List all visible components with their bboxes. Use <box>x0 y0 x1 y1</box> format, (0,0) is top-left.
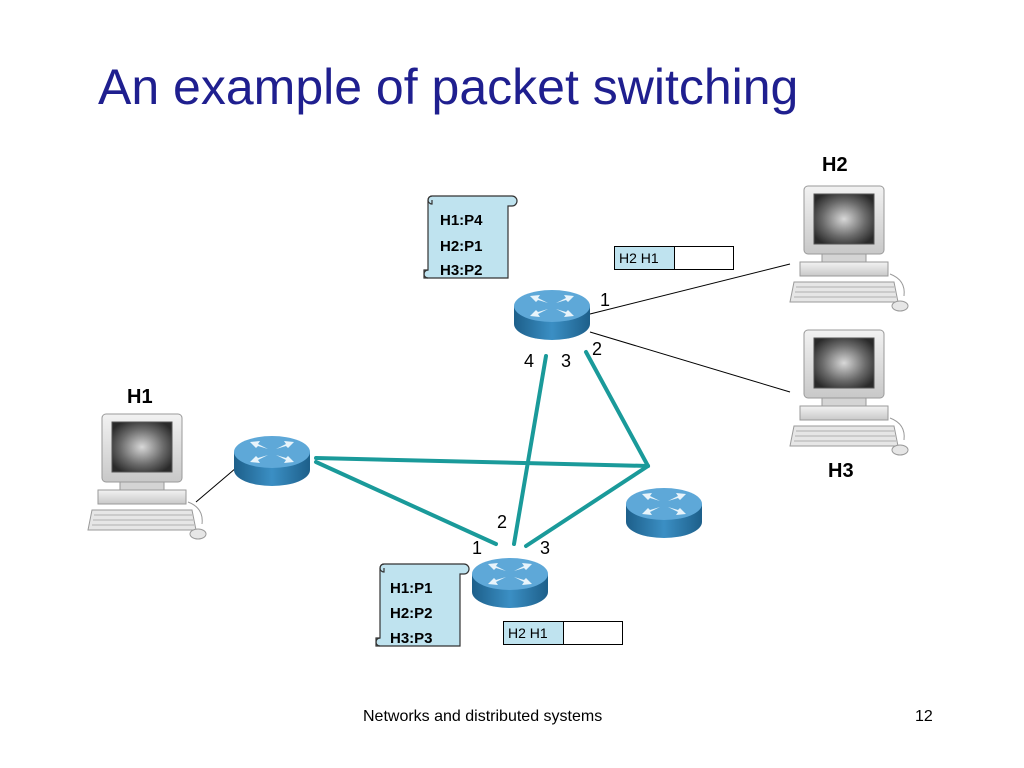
packet-bottom: H2 H1 <box>503 621 623 645</box>
link-top-switch-h3 <box>589 331 791 393</box>
top-port-4: 4 <box>524 351 535 371</box>
bottom-port-1: 1 <box>472 538 483 558</box>
bottom-port-2: 2 <box>497 512 508 532</box>
bottom-table-row-2: H2:P2 <box>390 605 433 622</box>
host-h2-computer <box>789 185 909 312</box>
top-table-row-3: H3:P2 <box>440 262 483 279</box>
right-router <box>626 488 702 538</box>
host-h1-label: H1 <box>127 386 153 408</box>
top-switch <box>514 290 590 340</box>
top-table-row-2: H2:P1 <box>440 238 483 255</box>
packet-bottom-header: H2 H1 <box>504 622 564 644</box>
top-port-3: 3 <box>561 351 572 371</box>
top-table-row-1: H1:P4 <box>440 212 483 229</box>
link-junction-bottom-p3 <box>524 464 650 548</box>
link-left-junction <box>314 456 650 468</box>
host-h1-computer <box>87 413 207 540</box>
bottom-port-3: 3 <box>540 538 551 558</box>
top-port-1: 1 <box>600 290 611 310</box>
link-top-switch-h2 <box>589 263 791 315</box>
host-h3-label: H3 <box>828 460 854 482</box>
bottom-table-row-1: H1:P1 <box>390 580 433 597</box>
packet-top-header: H2 H1 <box>615 247 675 269</box>
page-number: 12 <box>915 708 933 725</box>
bottom-switch <box>472 558 548 608</box>
link-top-p4-bottom-p2 <box>512 354 548 546</box>
host-h3-computer <box>789 329 909 456</box>
link-left-bottom-p1 <box>314 460 498 546</box>
bottom-table-row-3: H3:P3 <box>390 630 433 647</box>
link-h1-left-router <box>195 467 237 503</box>
slide-title: An example of packet switching <box>98 59 799 115</box>
left-router <box>234 436 310 486</box>
top-port-2: 2 <box>592 339 603 359</box>
link-top-p3-junction <box>584 350 650 468</box>
packet-top: H2 H1 <box>614 246 734 270</box>
footer-title: Networks and distributed systems <box>363 708 603 725</box>
host-h2-label: H2 <box>822 154 848 176</box>
